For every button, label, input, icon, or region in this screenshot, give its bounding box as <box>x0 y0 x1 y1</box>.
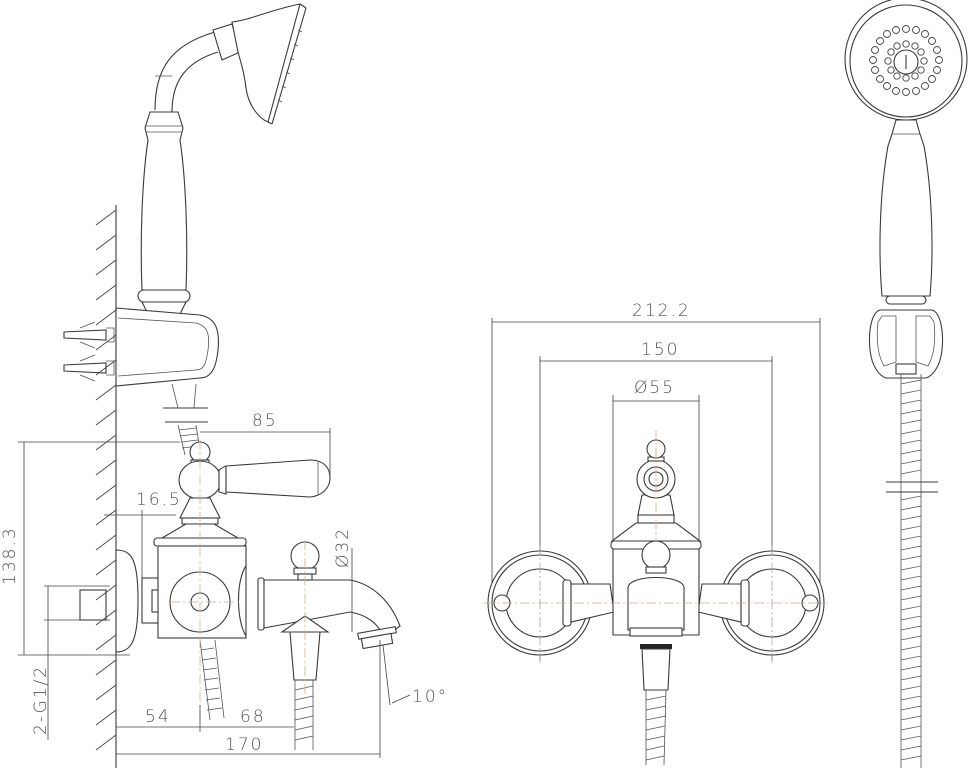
hand-shower-handle <box>137 111 191 315</box>
dim-150-label: 150 <box>641 340 679 360</box>
front-hose <box>645 689 667 766</box>
dim-16-5: 16.5 <box>104 490 182 578</box>
dim-85-label: 85 <box>252 411 278 431</box>
side-view: 85 16.5 Ø32 138.3 2-G1/2 54 68 <box>0 3 448 768</box>
hand-shower-head <box>154 3 307 125</box>
shower-handle-front <box>879 119 933 305</box>
dim-d55-label: Ø55 <box>634 378 675 398</box>
dim-d32-label: Ø32 <box>333 527 353 568</box>
dim-thread: 2-G1/2 <box>31 585 110 740</box>
shower-hose-side <box>886 374 938 768</box>
dim-10deg: 10° <box>382 644 448 707</box>
dim-85: 85 <box>200 411 331 480</box>
wall-bracket <box>63 307 220 409</box>
hose-lower <box>199 639 314 750</box>
dim-10deg-label: 10° <box>412 687 448 707</box>
dim-212-2: 212.2 <box>492 301 820 323</box>
dim-212-2-label: 212.2 <box>632 301 691 321</box>
wall-anchor <box>63 321 115 349</box>
dim-170: 170 <box>116 640 381 758</box>
dim-138-3: 138.3 <box>0 441 180 656</box>
hand-shower-front-view <box>844 0 968 768</box>
wall-anchor <box>63 354 115 382</box>
dim-thread-label: 2-G1/2 <box>31 665 51 735</box>
dim-150: 150 <box>540 340 772 362</box>
dim-d55: Ø55 <box>613 378 699 402</box>
dim-d32: Ø32 <box>333 527 353 632</box>
dim-170-label: 170 <box>225 735 263 755</box>
dim-54-label: 54 <box>145 707 171 727</box>
wall-hatching <box>95 205 117 768</box>
dim-54-68: 54 68 <box>116 705 294 732</box>
shower-bracket-front <box>868 309 944 379</box>
front-body <box>610 439 702 691</box>
dim-16-5-label: 16.5 <box>136 490 182 510</box>
front-view: 212.2 150 Ø55 <box>484 301 828 766</box>
dim-138-3-label: 138.3 <box>0 526 20 585</box>
mixer-body <box>115 541 401 681</box>
dim-68-label: 68 <box>240 707 266 727</box>
shower-head-face <box>844 0 968 121</box>
